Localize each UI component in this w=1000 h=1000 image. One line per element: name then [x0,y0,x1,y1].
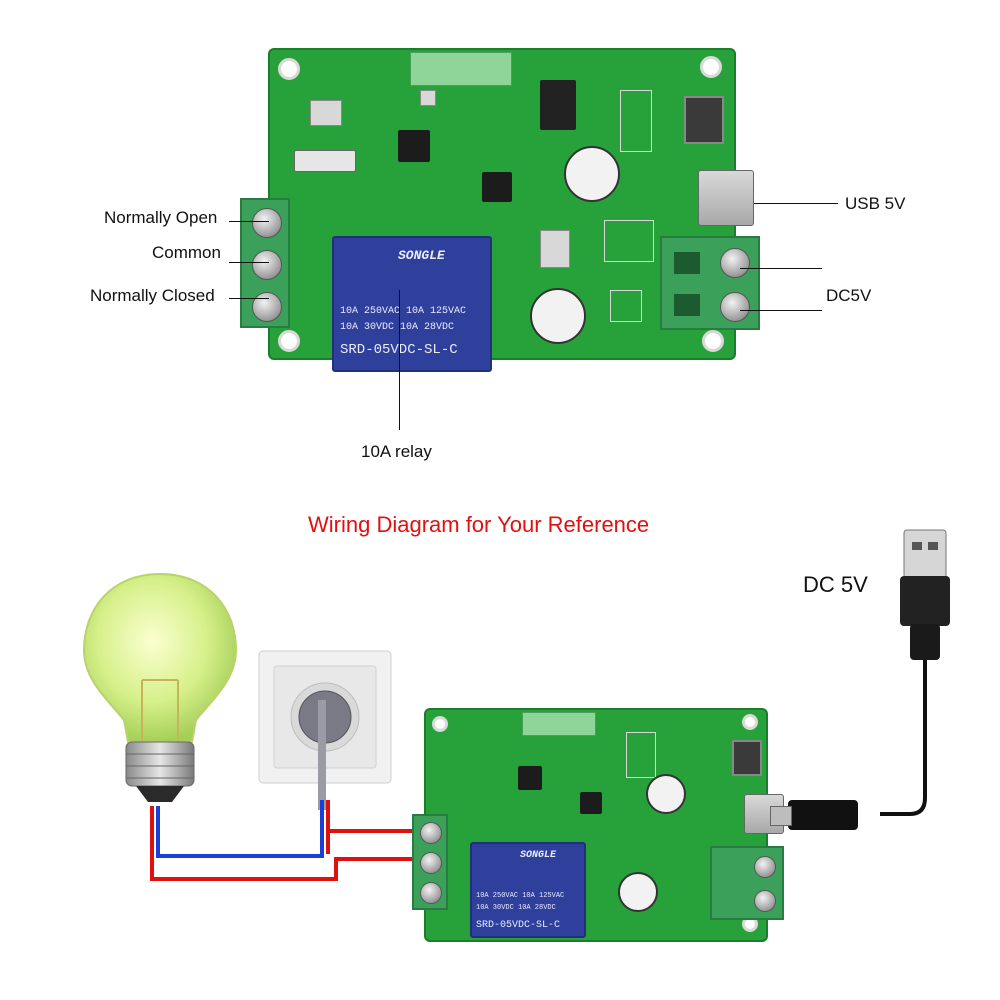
screw-com-icon [420,852,442,874]
relay-rating-line2: 10A 30VDC 10A 28VDC [476,904,556,912]
crystal [294,150,356,172]
leader-line [229,298,269,299]
screw-no-icon [252,208,282,238]
screw-minus-icon [720,292,750,322]
screw-com-icon [252,250,282,280]
wire-neutral [156,806,160,858]
wifi-chip [398,130,430,162]
smd-component [604,220,654,262]
light-bulb-icon [82,572,238,802]
screw-plus-icon [720,248,750,278]
micro-usb-port [698,170,754,226]
mounting-hole [742,714,758,730]
wire-neutral [156,854,324,858]
label-dc-5v: DC 5V [803,572,868,597]
label-normally-open: Normally Open [104,208,218,227]
mounting-hole [432,716,448,732]
label-usb-5v: USB 5V [845,194,906,213]
power-terminal-block [660,236,760,330]
relay-terminal-block [240,198,290,328]
pcb-antenna [410,52,512,86]
capacitor [564,146,620,202]
wire-live [326,800,330,854]
label-common: Common [152,243,221,262]
wire-live [334,857,416,861]
reset-button-icon [732,740,762,776]
smd-component [626,732,656,778]
mounting-hole [278,330,300,352]
wire-live [150,806,154,880]
mounting-hole [700,56,722,78]
label-dc5v: DC5V [826,286,872,305]
capacitor [618,872,658,912]
relay-terminal-block [412,814,448,910]
label-10a-relay: 10A relay [361,442,432,461]
screw-no-icon [420,822,442,844]
plug-cable [318,700,326,810]
smd-component [540,230,570,268]
smd-component [620,90,652,152]
label-normally-closed: Normally Closed [90,286,215,305]
regulator-chip [580,792,602,814]
wire-live [334,857,338,881]
relay-component: SONGLE 10A 250VAC 10A 125VAC 10A 30VDC 1… [332,236,492,372]
relay-board-top: SONGLE 10A 250VAC 10A 125VAC 10A 30VDC 1… [240,48,760,372]
relay-rating-line1: 10A 250VAC 10A 125VAC [476,892,565,900]
terminal-slot [674,252,700,274]
power-terminal-block [710,846,784,920]
relay-rating-line1: 10A 250VAC 10A 125VAC [340,306,467,317]
wire-neutral [320,800,324,858]
smd-component [610,290,642,322]
leader-line [740,310,822,311]
relay-brand: SONGLE [520,850,557,861]
regulator-chip [482,172,512,202]
screw-plus-icon [754,856,776,878]
pcb-antenna [522,712,596,736]
wire-live [150,877,338,881]
usb-plug-tip [770,806,792,826]
usb-plug-icon [880,529,950,816]
relay-brand: SONGLE [398,248,445,263]
reset-button-icon [684,96,724,144]
screw-minus-icon [754,890,776,912]
relay-component: SONGLE 10A 250VAC 10A 125VAC 10A 30VDC 1… [470,842,586,938]
wifi-chip [518,766,542,790]
relay-model: SRD-05VDC-SL-C [340,342,458,358]
relay-rating-line2: 10A 30VDC 10A 28VDC [340,322,455,333]
usb-plug-connector [788,800,858,830]
micro-usb-port [744,794,784,834]
screw-nc-icon [252,292,282,322]
capacitor [530,288,586,344]
wire-live [326,829,416,833]
screw-nc-icon [420,882,442,904]
terminal-slot [674,294,700,316]
leader-line [229,262,269,263]
leader-line [399,290,400,430]
smd-component [310,100,342,126]
relay-board-bottom: SONGLE 10A 250VAC 10A 125VAC 10A 30VDC 1… [412,708,784,942]
leader-line [229,221,269,222]
wiring-diagram-title: Wiring Diagram for Your Reference [308,512,650,537]
capacitor [646,774,686,814]
relay-model: SRD-05VDC-SL-C [476,920,561,931]
mounting-hole [702,330,724,352]
flash-chip [540,80,576,130]
mounting-hole [278,58,300,80]
smd-component [420,90,436,106]
leader-line [754,203,838,204]
leader-line [740,268,822,269]
